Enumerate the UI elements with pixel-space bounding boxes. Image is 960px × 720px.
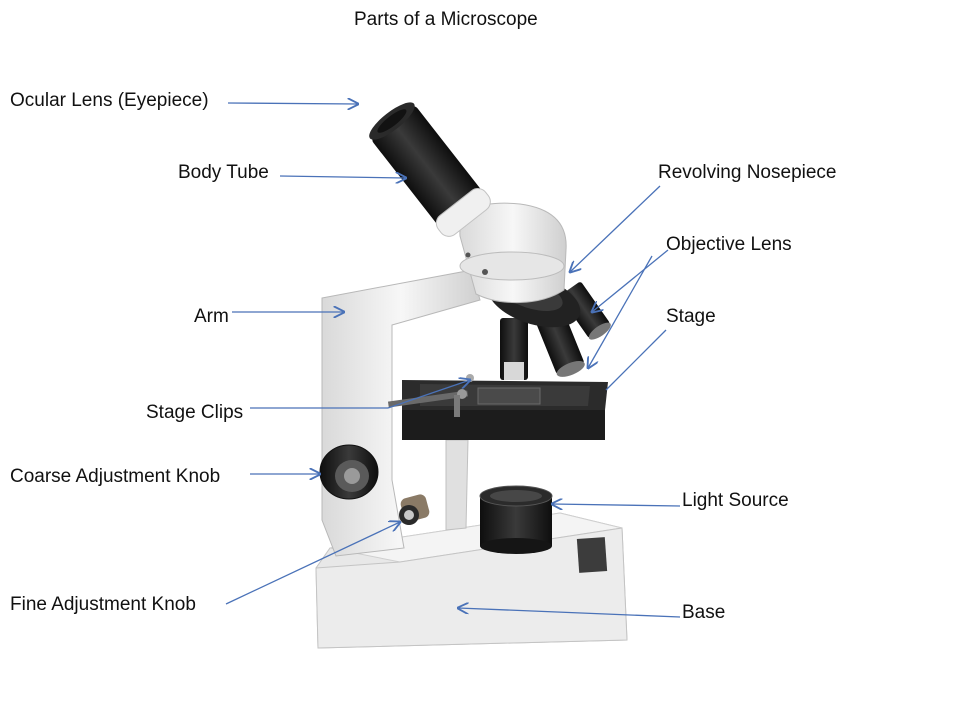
leader-lines	[225, 103, 681, 618]
label-fine-adjustment-knob: Fine Adjustment Knob	[10, 594, 196, 615]
label-stage-clips: Stage Clips	[146, 402, 244, 423]
leader-light-source	[552, 504, 681, 506]
label-body-tube: Body Tube	[178, 162, 269, 183]
leader-objective-lens-2	[588, 255, 653, 368]
stage-part	[402, 380, 608, 440]
label-stage: Stage	[666, 306, 716, 327]
label-objective-lens: Objective Lens	[666, 234, 792, 255]
leader-ocular-lens	[227, 103, 358, 104]
label-ocular-lens: Ocular Lens (Eyepiece)	[10, 90, 209, 111]
label-revolving-nosepiece: Revolving Nosepiece	[658, 162, 837, 183]
fine-adjustment-knob	[399, 494, 430, 525]
label-light-source: Light Source	[682, 490, 789, 511]
microscope-head-part	[459, 202, 567, 303]
leader-stage	[605, 329, 667, 391]
leader-objective-lens-1	[592, 249, 669, 312]
label-arm: Arm	[194, 306, 229, 327]
coarse-adjustment-knob	[319, 444, 379, 500]
leader-base	[458, 608, 681, 618]
leader-revolving-nosepiece	[570, 185, 661, 272]
leader-stage-clips-2	[387, 380, 470, 409]
leader-fine-adjustment-knob	[225, 522, 400, 605]
leader-body-tube	[279, 176, 406, 178]
label-coarse-adjustment-knob: Coarse Adjustment Knob	[10, 466, 221, 487]
diagram-title: Parts of a Microscope	[354, 9, 538, 30]
label-base: Base	[682, 602, 726, 623]
body-tube-part	[369, 102, 491, 237]
light-source-part	[479, 485, 553, 554]
